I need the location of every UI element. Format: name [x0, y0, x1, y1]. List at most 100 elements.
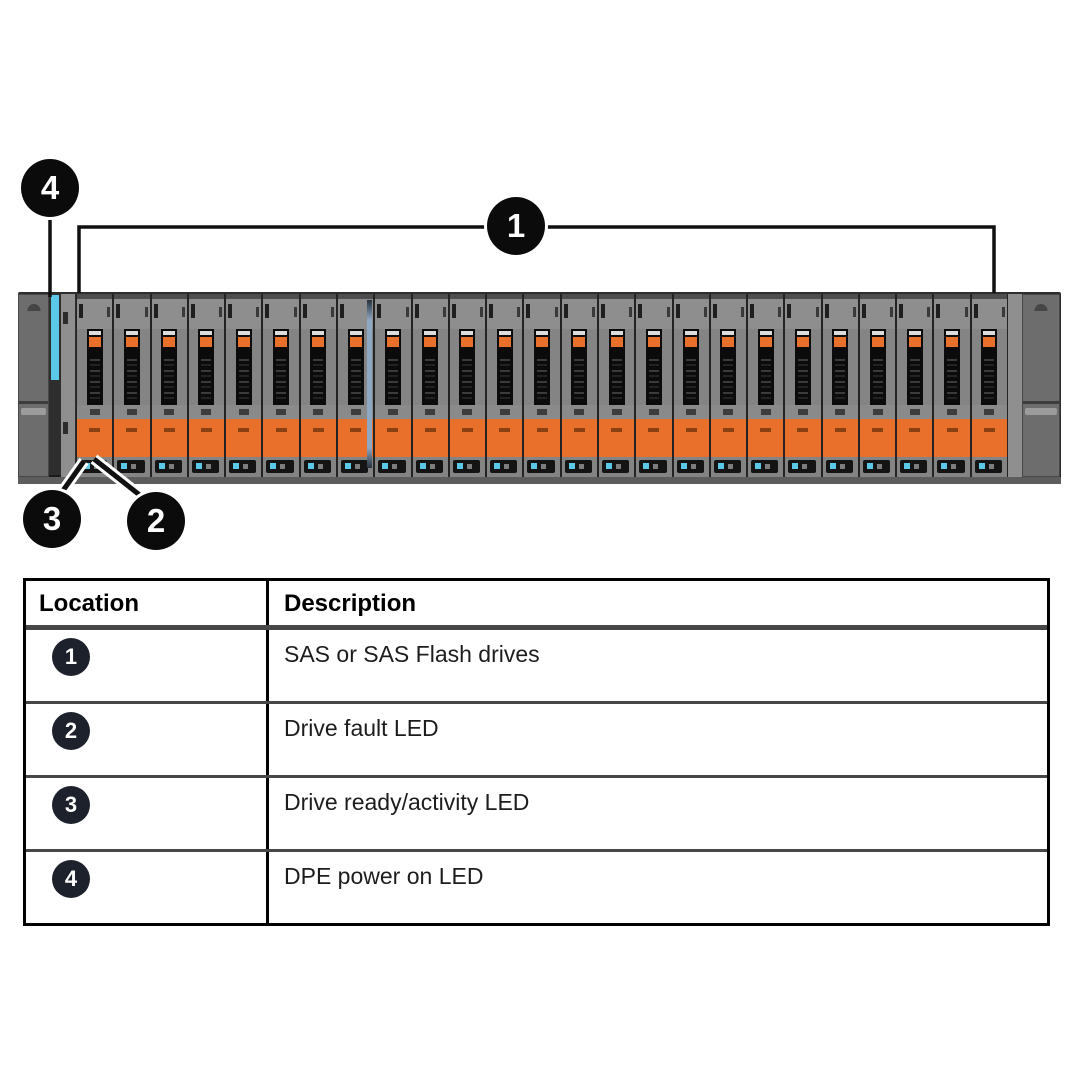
- latch-notch: [629, 307, 633, 317]
- drive-ready-activity-led: [233, 463, 240, 469]
- drive-label-strip: [384, 329, 401, 405]
- drive-module: [598, 294, 635, 477]
- drive-ready-activity-led: [456, 463, 463, 469]
- drive-mid-section: [263, 405, 299, 419]
- latch-notch: [190, 304, 195, 318]
- drive-label-strip: [347, 329, 364, 405]
- latch-notch: [899, 304, 904, 318]
- drive-vent-notch: [350, 409, 361, 415]
- drive-mid-section: [300, 405, 336, 419]
- drive-latch-handle: [114, 294, 150, 329]
- drive-module: [487, 294, 523, 477]
- drive-ready-activity-led: [419, 463, 426, 469]
- drive-module: [971, 294, 1008, 477]
- drive-ready-activity-led: [643, 463, 650, 469]
- latch-notch: [405, 307, 409, 317]
- drive-vent-notch: [574, 409, 585, 415]
- label-orange-band: [125, 337, 138, 347]
- label-orange-band: [983, 337, 996, 347]
- latch-notch: [675, 304, 680, 318]
- table-row: 2 Drive fault LED: [26, 704, 1047, 778]
- label-orange-band: [424, 337, 437, 347]
- drive-label-strip: [944, 329, 961, 405]
- drive-fault-led: [988, 464, 994, 469]
- latch-notch: [778, 307, 782, 317]
- drive-vent-notch: [126, 409, 137, 415]
- label-white-band: [610, 331, 623, 335]
- drive-label-strip: [86, 329, 103, 405]
- latch-notch: [638, 304, 643, 318]
- drive-fault-led: [392, 464, 398, 469]
- latch-notch: [563, 304, 568, 318]
- drive-orange-block: [897, 419, 933, 457]
- drive-latch-handle: [487, 294, 523, 329]
- label-orange-band: [871, 337, 884, 347]
- drive-ready-activity-led: [531, 463, 538, 469]
- drive-fault-led: [205, 464, 211, 469]
- label-white-band: [759, 331, 772, 335]
- drive-mid-section: [971, 405, 1008, 419]
- drive-led-bar: [117, 460, 145, 473]
- drive-vent-notch: [835, 409, 846, 415]
- orange-block-tag: [983, 428, 995, 432]
- label-text-flecks: [164, 355, 175, 400]
- orange-block-tag: [238, 428, 250, 432]
- latch-notch: [750, 304, 755, 318]
- drive-orange-block: [561, 419, 597, 457]
- drive-orange-block: [934, 419, 970, 457]
- latch-notch: [927, 307, 931, 317]
- drive-latch-handle: [263, 294, 299, 329]
- latch-notch: [414, 304, 419, 318]
- label-text-flecks: [835, 355, 846, 400]
- drive-led-bar: [601, 460, 630, 473]
- orange-block-tag: [163, 428, 175, 432]
- location-4-badge: 4: [52, 860, 90, 898]
- label-white-band: [237, 331, 250, 335]
- table-row: 4 DPE power on LED: [26, 852, 1047, 923]
- latch-notch: [228, 304, 233, 318]
- drive-led-bar: [713, 460, 742, 473]
- drive-fault-led: [466, 464, 472, 469]
- drive-latch-handle: [300, 294, 336, 329]
- latch-notch: [890, 307, 894, 317]
- label-white-band: [871, 331, 884, 335]
- drive-label-strip: [906, 329, 923, 405]
- label-text-flecks: [89, 355, 100, 400]
- latch-notch: [815, 307, 819, 317]
- label-orange-band: [312, 337, 325, 347]
- left-rail: [61, 294, 75, 477]
- drive-mid-section: [114, 405, 150, 419]
- drive-mid-section: [77, 405, 113, 419]
- drive-ready-activity-led: [270, 463, 277, 469]
- label-text-flecks: [350, 355, 361, 400]
- drive-ready-activity-led: [680, 463, 687, 469]
- drive-latch-handle: [524, 294, 560, 329]
- drive-fault-led: [354, 464, 360, 469]
- drive-vent-notch: [947, 409, 958, 415]
- label-orange-band: [573, 337, 586, 347]
- drive-led-bar: [378, 460, 406, 473]
- label-orange-band: [647, 337, 660, 347]
- callout-1-badge: 1: [487, 197, 545, 255]
- drive-vent-notch: [313, 409, 324, 415]
- drive-ready-activity-led: [494, 463, 501, 469]
- drive-latch-handle: [449, 294, 486, 329]
- drive-label-strip: [757, 329, 774, 405]
- latch-notch: [703, 307, 707, 317]
- orange-block-tag: [648, 428, 660, 432]
- label-white-band: [498, 331, 511, 335]
- description-text: DPE power on LED: [284, 863, 484, 889]
- drive-led-bar: [639, 460, 667, 473]
- label-white-band: [424, 331, 437, 335]
- label-orange-band: [237, 337, 250, 347]
- drive-mid-section: [785, 405, 821, 419]
- drive-vent-notch: [462, 409, 473, 415]
- drive-fault-led: [243, 464, 249, 469]
- drive-mid-section: [188, 405, 225, 419]
- drive-ready-activity-led: [568, 463, 575, 469]
- drive-latch-handle: [859, 294, 896, 329]
- label-white-band: [573, 331, 586, 335]
- orange-block-tag: [275, 428, 287, 432]
- drive-orange-block: [524, 419, 560, 457]
